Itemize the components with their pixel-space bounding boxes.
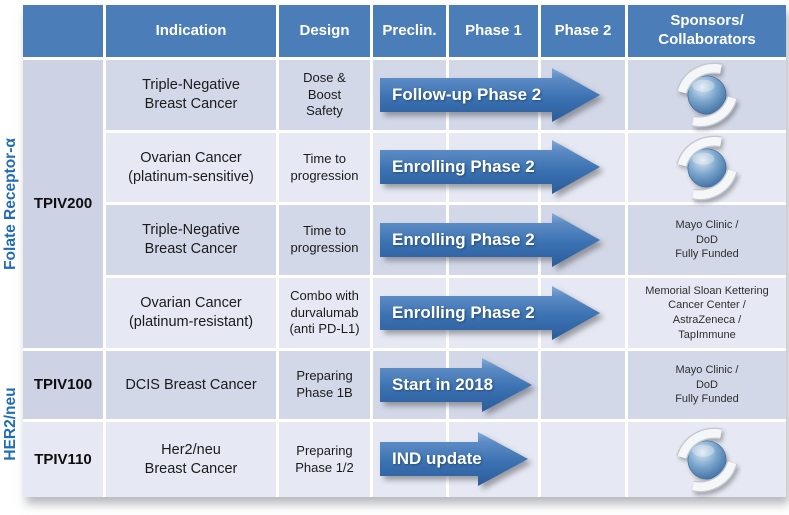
arrow-label: Start in 2018 [392,375,494,394]
tapimmune-sphere-logo-icon [679,67,735,123]
arrow-enrolling-phase2-r2: Enrolling Phase 2 [380,140,600,194]
cell-program-tpiv110: TPIV110 [23,422,103,497]
right-arrow-shape [380,286,600,340]
cell-sponsor-r6 [628,422,786,497]
right-arrow-shape [380,358,532,412]
cell-program-tpiv100: TPIV100 [23,351,103,419]
header-sponsors-collaborators: Sponsors/ Collaborators [628,5,786,57]
header-blank [23,5,103,57]
cell-program-tpiv200: TPIV200 [23,60,103,348]
group-label-folate-receptor-alpha: Folate Receptor-α [2,138,19,270]
cell-sponsor-r4: Memorial Sloan Kettering Cancer Center /… [628,278,786,348]
cell-design-r4: Combo with durvalumab (anti PD-L1) [279,278,370,348]
cell-indication-r5: DCIS Breast Cancer [106,351,276,419]
cell-design-r2: Time to progression [279,133,370,202]
cell-sponsor-r3: Mayo Clinic / DoD Fully Funded [628,205,786,275]
arrow-followup-phase2: Follow-up Phase 2 [380,68,600,122]
pipeline-table: Indication Design Preclin. Phase 1 Phase… [23,5,786,497]
header-phase-2: Phase 2 [541,5,625,57]
right-arrow-shape [380,68,600,122]
tapimmune-sphere-logo-icon [679,432,735,488]
cell-design-r5: Preparing Phase 1B [279,351,370,419]
cell-phase2-r6 [541,422,625,497]
cell-sponsor-r1 [628,60,786,130]
cell-sponsor-r5: Mayo Clinic / DoD Fully Funded [628,351,786,419]
tapimmune-sphere-logo-icon [679,140,735,196]
header-preclinical: Preclin. [373,5,446,57]
cell-phase2-r5 [541,351,625,419]
header-phase-1: Phase 1 [449,5,538,57]
cell-indication-r4: Ovarian Cancer (platinum-resistant) [106,278,276,348]
arrow-enrolling-phase2-r4: Enrolling Phase 2 [380,286,600,340]
right-arrow-shape [380,140,600,194]
arrow-label: Follow-up Phase 2 [392,85,542,104]
header-design: Design [279,5,370,57]
right-arrow-shape [380,213,600,267]
right-arrow-shape [380,432,528,486]
cell-indication-r1: Triple-Negative Breast Cancer [106,60,276,130]
arrow-enrolling-phase2-r3: Enrolling Phase 2 [380,213,600,267]
group-label-her2-neu: HER2/neu [2,387,19,461]
cell-indication-r6: Her2/neu Breast Cancer [106,422,276,497]
arrow-ind-update: IND update [380,432,528,486]
arrow-label: Enrolling Phase 2 [392,303,535,322]
arrow-label: Enrolling Phase 2 [392,230,535,249]
cell-design-r1: Dose & Boost Safety [279,60,370,130]
cell-design-r3: Time to progression [279,205,370,275]
arrow-label: Enrolling Phase 2 [392,157,535,176]
header-indication: Indication [106,5,276,57]
arrow-start-in-2018: Start in 2018 [380,358,532,412]
arrow-label: IND update [392,449,482,468]
cell-sponsor-r2 [628,133,786,202]
cell-indication-r2: Ovarian Cancer (platinum-sensitive) [106,133,276,202]
cell-design-r6: Preparing Phase 1/2 [279,422,370,497]
cell-indication-r3: Triple-Negative Breast Cancer [106,205,276,275]
